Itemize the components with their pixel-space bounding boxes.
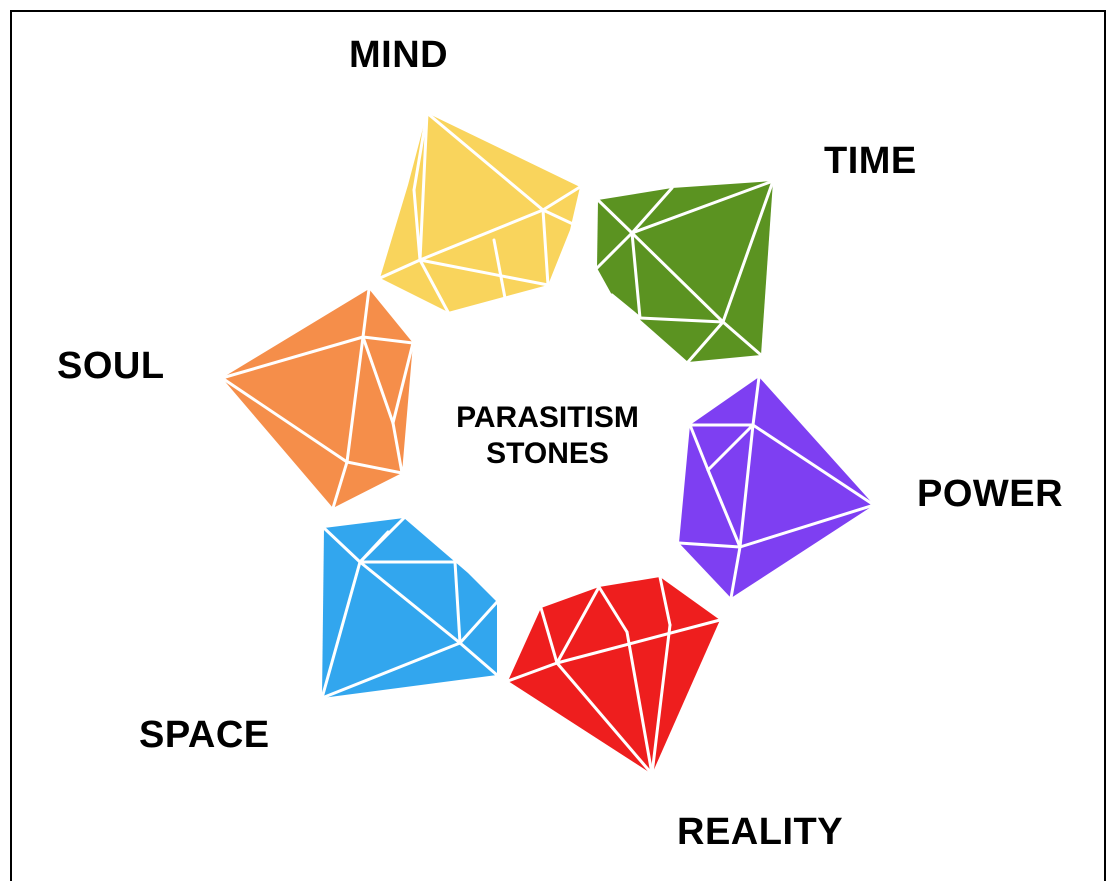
time-stone-body	[597, 181, 773, 362]
diagram-frame	[10, 10, 1106, 881]
time-label: TIME	[824, 140, 917, 182]
soul-label: SOUL	[57, 345, 165, 387]
soul-stone-facets	[220, 287, 415, 510]
reality-stone	[506, 575, 722, 776]
power-stone-facets	[677, 375, 876, 600]
space-stone-facets	[320, 516, 499, 700]
reality-label: REALITY	[677, 811, 844, 853]
center-title-line1: PARASITISM	[456, 401, 639, 434]
center-title-line2: STONES	[486, 437, 609, 470]
mind-stone-facets	[378, 111, 582, 314]
time-stone-facets	[595, 179, 775, 364]
center-title: PARASITISM STONES	[420, 400, 675, 472]
power-stone-body	[679, 377, 874, 598]
power-label: POWER	[917, 473, 1064, 515]
mind-stone	[378, 111, 582, 314]
power-stone	[677, 375, 876, 600]
reality-stone-facets	[506, 575, 722, 776]
mind-label: MIND	[349, 34, 449, 76]
space-label: SPACE	[139, 714, 270, 756]
soul-stone	[220, 287, 415, 510]
reality-stone-body	[508, 577, 720, 774]
time-stone	[595, 179, 775, 364]
space-stone	[320, 516, 499, 700]
